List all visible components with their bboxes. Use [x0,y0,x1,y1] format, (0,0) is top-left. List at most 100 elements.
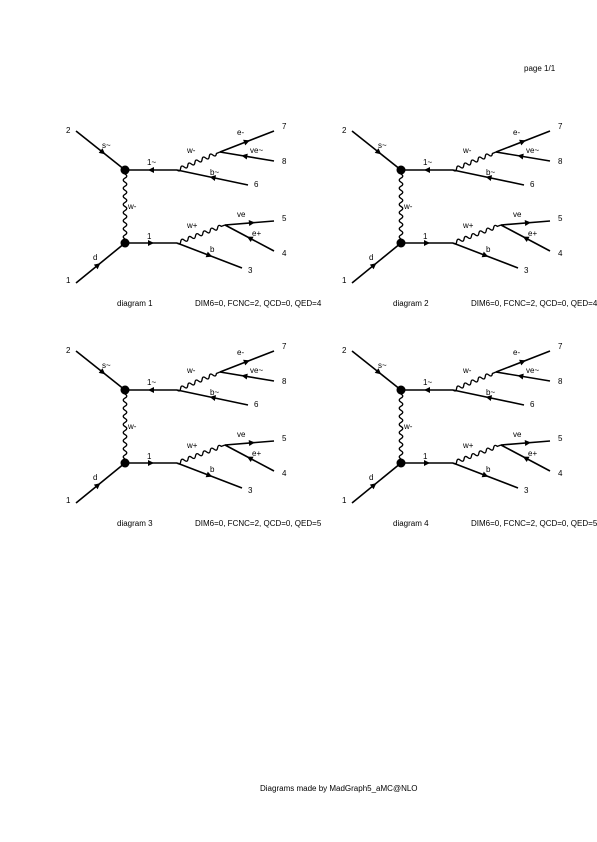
vertex-bottom [120,238,130,248]
incoming-quark-line-arrow [93,483,101,490]
vertex-bottom [396,238,406,248]
label-prop-1: 1 [147,232,152,241]
positron-line-arrow [522,456,530,463]
label-external-8: 8 [282,157,287,166]
label-external-7: 7 [282,122,287,131]
electron-line-arrow [519,139,526,146]
page-number: page 1/1 [524,64,556,73]
vertex-top [120,385,130,395]
incoming-quark-line [75,242,126,284]
top-w-boson [176,151,221,172]
neutrino-line-arrow [248,220,255,227]
label-ve-bar: ve~ [250,366,263,375]
bottom-w-boson [176,224,226,245]
incoming-quark-line [351,242,402,284]
label-b-bar: b~ [210,168,219,177]
bottom-propagator-line-arrow [424,460,430,466]
incoming-antiquark-line [75,350,126,391]
diagram-1-title: diagram 1 [117,299,153,308]
top-w-boson [452,151,497,172]
label-w-tchannel: w- [403,202,413,211]
label-external-2: 2 [342,126,347,135]
label-external-6: 6 [530,400,535,409]
label-e-minus: e- [513,128,520,137]
w-propagator [398,389,404,463]
antineutrino-line-arrow [241,373,248,380]
label-external-4: 4 [558,249,563,258]
bbar-line-arrow [485,175,493,182]
label-prop-1: 1 [423,452,428,461]
top-w-boson [176,371,221,392]
vertex-top [120,165,130,175]
label-ve: ve [237,430,246,439]
top-propagator-line-arrow [424,387,430,393]
label-b: b [210,465,215,474]
bottom-w-boson [452,224,502,245]
label-w-plus: w+ [186,221,198,230]
label-external-3: 3 [248,266,253,275]
w-propagator [398,169,404,243]
incoming-quark-line-arrow [369,263,377,270]
label-s-bar: s~ [378,361,387,370]
label-ve-bar: ve~ [526,146,539,155]
bottom-propagator-line-arrow [148,240,154,246]
label-external-8: 8 [558,157,563,166]
label-external-6: 6 [530,180,535,189]
label-external-1: 1 [342,496,347,505]
bbar-line-arrow [209,395,217,402]
electron-line-arrow [243,139,250,146]
incoming-antiquark-line [75,130,126,171]
label-external-5: 5 [282,434,287,443]
antineutrino-line-arrow [241,153,248,160]
label-s-bar: s~ [102,361,111,370]
bbar-line-arrow [485,395,493,402]
label-b-bar: b~ [486,388,495,397]
label-external-6: 6 [254,180,259,189]
label-external-5: 5 [282,214,287,223]
vertex-top [396,165,406,175]
positron-line-arrow [522,236,530,243]
incoming-antiquark-line-arrow [98,368,106,375]
incoming-quark-line [75,462,126,504]
label-external-5: 5 [558,434,563,443]
diagram-3-title: diagram 3 [117,519,153,528]
incoming-antiquark-line-arrow [374,368,382,375]
label-ve-bar: ve~ [526,366,539,375]
incoming-quark-line-arrow [93,263,101,270]
incoming-antiquark-line-arrow [98,148,106,155]
label-w-plus: w+ [462,221,474,230]
label-prop-1-bar: 1~ [423,378,432,387]
positron-line-arrow [246,456,254,463]
neutrino-line-arrow [248,440,255,447]
label-external-3: 3 [524,486,529,495]
diagram-1-orders: DIM6=0, FCNC=2, QCD=0, QED=4 [195,299,322,308]
label-d: d [93,253,97,262]
label-w-minus: w- [186,366,196,375]
label-e-minus: e- [513,348,520,357]
label-w-minus: w- [462,146,472,155]
label-external-4: 4 [282,469,287,478]
w-propagator [122,169,128,243]
label-w-minus: w- [186,146,196,155]
label-external-2: 2 [66,346,71,355]
incoming-quark-line-arrow [369,483,377,490]
label-prop-1-bar: 1~ [423,158,432,167]
label-external-3: 3 [524,266,529,275]
diagram-3-orders: DIM6=0, FCNC=2, QCD=0, QED=5 [195,519,322,528]
label-ve: ve [513,430,522,439]
label-external-8: 8 [282,377,287,386]
antineutrino-line-arrow [517,373,524,380]
label-s-bar: s~ [378,141,387,150]
incoming-antiquark-line [351,130,402,171]
top-propagator-line-arrow [148,167,154,173]
label-external-3: 3 [248,486,253,495]
electron-line-arrow [243,359,250,366]
label-external-7: 7 [282,342,287,351]
label-prop-1: 1 [147,452,152,461]
label-w-plus: w+ [462,441,474,450]
label-external-7: 7 [558,342,563,351]
